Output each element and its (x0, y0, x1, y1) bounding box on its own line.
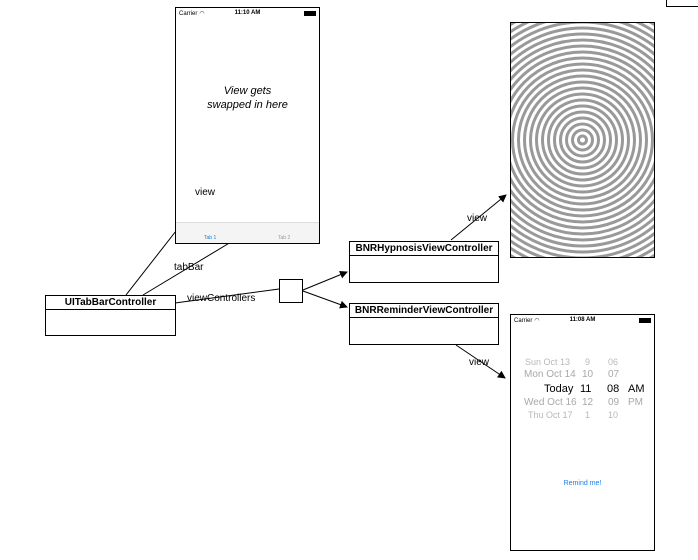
label-view-reminder: view (469, 357, 490, 368)
ring-circle (535, 92, 630, 188)
ring-circle (511, 68, 654, 212)
ring-circle (565, 122, 600, 158)
status-time: 11:08 AM (569, 317, 596, 323)
reminder-controller-box: BNRReminderViewController (349, 303, 499, 345)
tab-bar: Tab 1 Tab 2 (176, 222, 319, 243)
uitabbarcontroller-title: UITabBarController (46, 296, 175, 310)
ring-circle (523, 80, 642, 200)
reminder-phone: Carrier◠ 11:08 AM Sun Oct 13 9 06 Mon Oc… (510, 314, 655, 551)
label-tabbar: tabBar (174, 262, 204, 273)
swap-message: View gets swapped in here (176, 84, 319, 112)
picker-date: Sun Oct 13 (525, 357, 571, 367)
ring-circle (511, 50, 654, 230)
viewcontrollers-array-box (279, 279, 303, 303)
battery-icon (639, 318, 651, 323)
carrier-label: Carrier◠ (514, 318, 540, 324)
ring-circle (559, 116, 606, 164)
ring-circle (547, 104, 618, 176)
carrier-label: Carrier◠ (179, 11, 205, 17)
label-view-hypnosis: view (467, 213, 488, 224)
picker-date: Wed Oct 16 (524, 397, 577, 408)
picker-row[interactable]: Thu Oct 17 1 10 (511, 410, 654, 421)
date-picker[interactable]: Sun Oct 13 9 06 Mon Oct 14 10 07 Today 1… (511, 349, 654, 421)
picker-minute: 09 (608, 397, 620, 408)
ring-circle (511, 44, 654, 236)
status-bar: Carrier◠ 11:10 AM (176, 8, 319, 20)
ring-circle (553, 110, 612, 170)
hypnosis-arrow (302, 270, 348, 291)
ring-circle (511, 26, 654, 254)
reminder-controller-title: BNRReminderViewController (350, 304, 498, 318)
picker-hour: 9 (585, 357, 591, 367)
picker-minute: 10 (608, 410, 619, 420)
picker-faded-top (511, 349, 654, 354)
picker-hour: 1 (585, 410, 591, 420)
status-time: 11:10 AM (234, 10, 261, 16)
label-viewcontrollers: viewControllers (187, 293, 256, 304)
view-arrow-hypnosis (450, 194, 507, 241)
ring-circle (511, 32, 654, 248)
uitabbarcontroller-box: UITabBarController (45, 295, 176, 336)
ring-circle (517, 74, 648, 206)
ring-circle (511, 38, 654, 242)
picker-ampm: AM (628, 383, 645, 395)
battery-icon (304, 11, 316, 16)
picker-hour: 10 (582, 369, 594, 380)
swap-message-line1: View gets (223, 85, 272, 97)
status-bar: Carrier◠ 11:08 AM (511, 315, 654, 327)
hypnosis-controller-title: BNRHypnosisViewController (350, 242, 498, 256)
tab-bar-phone: Carrier◠ 11:10 AM View gets swapped in h… (175, 7, 320, 244)
ring-circle (541, 98, 624, 182)
picker-minute: 07 (608, 369, 620, 380)
picker-minute: 06 (608, 357, 619, 367)
concentric-circles (511, 23, 654, 257)
tabbar-arrow (142, 235, 242, 296)
picker-date: Thu Oct 17 (528, 410, 573, 420)
picker-minute: 08 (607, 383, 620, 395)
picker-hour: 11 (580, 383, 592, 395)
picker-date: Mon Oct 14 (524, 369, 576, 380)
wifi-icon: ◠ (199, 11, 205, 17)
picker-row[interactable]: Mon Oct 14 10 07 (511, 369, 654, 382)
ring-circle (577, 134, 588, 146)
ring-circle (571, 128, 594, 152)
picker-row[interactable]: Sun Oct 13 9 06 (511, 357, 654, 370)
picker-row-selected[interactable]: Today 11 08 AM (511, 383, 654, 396)
picker-ampm: PM (628, 397, 643, 408)
ring-circle (511, 56, 654, 224)
remind-me-button[interactable]: Remind me! (563, 480, 602, 487)
hypnosis-view (510, 22, 655, 258)
wifi-icon: ◠ (534, 318, 540, 324)
picker-row[interactable]: Wed Oct 16 12 09 PM (511, 397, 654, 410)
hypnosis-controller-box: BNRHypnosisViewController (349, 241, 499, 283)
swap-message-line2: swapped in here (207, 99, 288, 111)
label-view-top: view (195, 187, 216, 198)
corner-frame (666, 0, 698, 7)
picker-date: Today (544, 383, 574, 395)
view-arrow-reminder (455, 344, 506, 379)
ring-circle (529, 86, 636, 194)
reminder-arrow (302, 290, 348, 309)
tab-1[interactable]: Tab 1 (204, 235, 217, 241)
viewcontrollers-line (174, 288, 280, 304)
picker-hour: 12 (582, 397, 594, 408)
tab-2[interactable]: Tab 2 (278, 235, 291, 241)
ring-circle (511, 62, 654, 218)
